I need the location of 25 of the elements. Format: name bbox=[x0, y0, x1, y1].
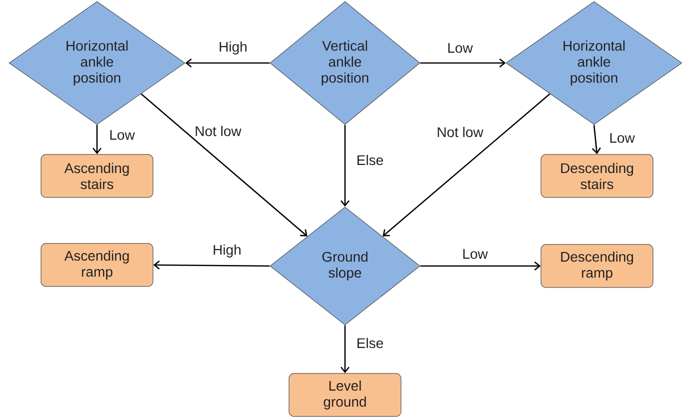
edge-label: Low bbox=[108, 129, 136, 141]
edge-label: Not low bbox=[194, 124, 242, 138]
arrow bbox=[592, 124, 601, 154]
outcome-box: Ascending ramp bbox=[40, 243, 154, 287]
edge-label: Low bbox=[461, 248, 489, 260]
arrow bbox=[340, 325, 350, 374]
outcome-box: Descending ramp bbox=[540, 244, 654, 288]
arrow bbox=[420, 58, 506, 68]
edge-label: Low bbox=[608, 132, 636, 144]
arrow bbox=[340, 124, 350, 207]
arrow bbox=[420, 261, 541, 270]
edge-label: High bbox=[212, 243, 242, 258]
arrow bbox=[140, 93, 308, 236]
arrow bbox=[153, 260, 270, 270]
edge-label: Else bbox=[355, 154, 385, 166]
arrow bbox=[92, 124, 102, 154]
outcome-box: Level ground bbox=[288, 373, 402, 417]
arrow bbox=[382, 93, 550, 236]
edge-label: Low bbox=[446, 42, 474, 54]
edge-label: Else bbox=[355, 336, 385, 350]
edge-label: High bbox=[218, 40, 248, 56]
outcome-box: Ascending stairs bbox=[40, 154, 154, 198]
edge-label: Not low bbox=[436, 126, 484, 138]
outcome-box: Descending stairs bbox=[540, 154, 654, 198]
arrow bbox=[185, 58, 270, 68]
